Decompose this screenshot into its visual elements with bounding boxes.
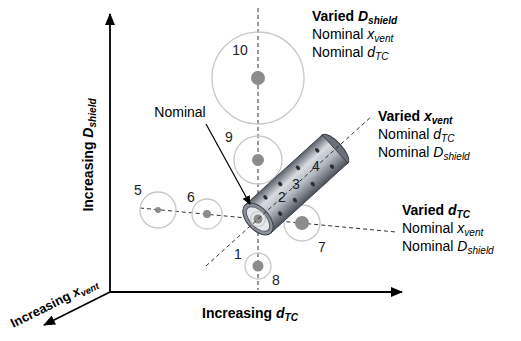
variable-symbol: x [424, 108, 432, 124]
label-text: 2 [278, 189, 286, 205]
nominal-note: NominalDshield [402, 238, 494, 255]
leader-arrow [206, 124, 250, 204]
symbol-subscript: shield [467, 245, 493, 256]
vent-holes [262, 147, 335, 217]
nominal-note: NominalDshield [378, 144, 470, 161]
shield-circle [245, 253, 271, 279]
axis-label: Increasingxvent [8, 275, 100, 331]
nominal-note: Nominalxvent [402, 220, 483, 237]
varied-heading: Variedxvent [378, 108, 452, 125]
thermocouple-dot [295, 216, 309, 230]
axis-line [109, 14, 111, 292]
thermocouple-dot [155, 207, 161, 213]
symbol-subscript: TC [457, 209, 470, 220]
shield-circle [234, 136, 282, 184]
label-text: Nominal [312, 26, 363, 42]
shield-circle [192, 199, 222, 229]
varied-heading: VarieddTC [402, 202, 470, 219]
label-text: 7 [318, 239, 326, 255]
nominal-note: Nominalxvent [312, 26, 393, 43]
symbol-subscript: shield [443, 151, 469, 162]
shield-tube [245, 135, 348, 233]
callout-number: 9 [225, 129, 233, 146]
symbol-subscript: vent [464, 227, 483, 238]
thermocouple-dot [252, 154, 264, 166]
shield-circle [212, 32, 304, 124]
varied-heading: VariedDshield [312, 8, 397, 25]
symbol-subscript: vent [432, 115, 453, 126]
axis-label: Increasing Dshield [80, 98, 97, 211]
symbol-subscript: vent [79, 281, 101, 299]
vent-hole [277, 211, 283, 217]
dashed-guide [206, 116, 372, 266]
thermocouple-dot [251, 71, 265, 85]
vent-hole [310, 181, 316, 187]
label-text: Varied [312, 8, 354, 24]
label-text: Increasing [202, 305, 272, 321]
label-text: 9 [225, 129, 233, 145]
thermocouple-dot [253, 261, 264, 272]
label-text: 3 [292, 176, 300, 192]
vent-hole [329, 163, 335, 169]
nominal-note: NominaldTC [378, 126, 455, 143]
label-text: Varied [402, 202, 444, 218]
vent-hole [262, 194, 268, 200]
label-text: Increasing [8, 288, 73, 331]
label-text: Nominal [402, 238, 453, 254]
symbol-subscript: TC [375, 51, 388, 62]
vent-hole [277, 181, 283, 187]
callout-number: 3 [292, 176, 300, 193]
label-text: Increasing [80, 142, 96, 212]
nominal-note: NominaldTC [312, 44, 389, 61]
variable-symbol: D [80, 128, 96, 138]
callout-number: 2 [278, 189, 286, 206]
vent-hole [295, 165, 301, 171]
symbol-subscript: TC [285, 312, 298, 323]
pointer-label: Nominal [154, 104, 205, 121]
label-text: 10 [232, 42, 248, 58]
thermocouple-dot [203, 210, 211, 218]
label-text: 6 [187, 189, 195, 205]
symbol-subscript: shield [87, 98, 98, 127]
dashed-guide [258, 8, 259, 290]
variable-symbol: x [367, 26, 374, 42]
callout-number: 1 [234, 246, 242, 263]
label-text: Nominal [402, 220, 453, 236]
callout-number: 6 [187, 189, 195, 206]
symbol-subscript: TC [441, 133, 454, 144]
axis-line [110, 291, 402, 293]
callout-number: 7 [318, 239, 326, 256]
label-text: Nominal [154, 104, 205, 120]
label-text: 8 [272, 272, 280, 288]
label-text: Varied [378, 108, 420, 124]
label-text: Nominal [378, 126, 429, 142]
callout-number: 10 [232, 42, 248, 59]
label-text: 1 [234, 246, 242, 262]
variable-symbol: D [457, 238, 467, 254]
vent-hole [314, 147, 320, 153]
variable-symbol: D [358, 8, 368, 24]
symbol-subscript: shield [368, 15, 397, 26]
callout-number: 8 [272, 272, 280, 289]
shield-circle [140, 192, 176, 228]
variable-symbol: d [276, 305, 285, 321]
label-text: 5 [134, 182, 142, 198]
variable-symbol: d [367, 44, 375, 60]
variable-symbol: D [433, 144, 443, 160]
variable-symbol: d [433, 126, 441, 142]
variable-symbol: d [448, 202, 457, 218]
label-text: 4 [312, 158, 320, 174]
variable-symbol: x [457, 220, 464, 236]
label-text: Nominal [378, 144, 429, 160]
callout-number: 4 [312, 158, 320, 175]
label-text: Nominal [312, 44, 363, 60]
symbol-subscript: vent [374, 33, 393, 44]
vent-hole [292, 197, 298, 203]
axis-label: IncreasingdTC [202, 305, 298, 322]
callout-number: 5 [134, 182, 142, 199]
